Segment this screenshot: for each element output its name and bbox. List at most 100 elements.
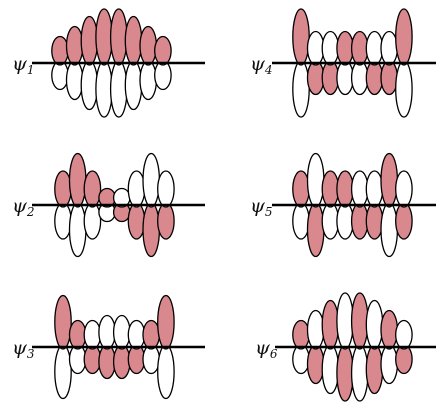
orbital-4-lower-lobe-8	[395, 60, 413, 118]
orbital-3-lower-lobe-4	[98, 344, 116, 380]
orbital-6-upper-lobe-2	[306, 309, 325, 350]
orbital-2-lower-lobe-2	[68, 202, 87, 258]
orbital-panel-6: ψ6	[255, 292, 436, 402]
orbital-panel-3: ψ3	[12, 294, 205, 400]
orbital-4-upper-lobe-4	[336, 30, 354, 66]
orbital-1-upper-lobe-2	[65, 25, 84, 66]
orbital-5-upper-lobe-3	[321, 170, 340, 208]
orbital-3-upper-lobe-7	[142, 319, 161, 350]
orbital-3-upper-lobe-1	[54, 294, 72, 350]
orbital-3-lower-lobe-1	[54, 344, 72, 400]
orbital-3-upper-lobe-8	[157, 294, 175, 350]
orbital-5-lower-lobe-4	[336, 202, 354, 240]
orbital-3-symbol: ψ	[12, 337, 28, 359]
orbital-2-lower-lobe-8	[157, 202, 175, 240]
orbital-1-upper-lobe-6	[124, 15, 143, 66]
orbital-1-upper-lobe-1	[51, 35, 69, 66]
orbital-6-upper-lobe-6	[365, 299, 384, 350]
orbital-1-lower-lobe-3	[80, 60, 99, 111]
orbital-5-symbol: ψ	[250, 195, 266, 217]
orbital-2-symbol: ψ	[12, 195, 28, 217]
orbital-6-upper-lobe-4	[336, 292, 354, 350]
orbital-3-upper-lobe-6	[127, 319, 146, 350]
orbital-3-upper-lobe-4	[98, 314, 116, 350]
orbital-6-upper-lobe-8	[395, 319, 413, 350]
orbital-2-lower-lobe-7	[142, 202, 161, 258]
orbital-2-lower-lobe-3	[83, 202, 102, 240]
orbital-3-index: 3	[27, 347, 35, 361]
orbital-4-upper-lobe-8	[395, 8, 413, 66]
orbital-5-upper-lobe-7	[380, 152, 399, 208]
orbital-2-upper-lobe-6	[127, 170, 146, 208]
orbital-1-lower-lobe-2	[65, 60, 84, 101]
orbital-4-lower-lobe-1	[292, 60, 310, 118]
orbital-6-upper-lobe-3	[321, 299, 340, 350]
orbital-2-upper-lobe-1	[54, 170, 72, 208]
orbital-5-lower-lobe-6	[365, 202, 384, 240]
orbital-5-label: ψ5	[250, 195, 273, 219]
orbital-1-upper-lobe-5	[109, 8, 128, 66]
orbital-4-lower-lobe-7	[380, 60, 399, 96]
orbital-1-symbol: ψ	[12, 53, 28, 75]
orbital-2-upper-lobe-3	[83, 170, 102, 208]
orbital-5-lower-lobe-3	[321, 202, 340, 240]
orbital-6-lower-lobe-7	[380, 344, 399, 385]
orbital-3-upper-lobe-5	[112, 314, 131, 350]
orbital-1-lower-lobe-4	[95, 60, 113, 118]
orbital-1-lower-lobe-7	[139, 60, 158, 101]
orbital-4-index: 4	[264, 63, 273, 77]
orbital-2-label: ψ2	[12, 195, 35, 219]
orbital-6-upper-lobe-1	[292, 319, 310, 350]
orbital-4-symbol: ψ	[250, 53, 266, 75]
orbital-6-upper-lobe-5	[350, 292, 369, 350]
orbital-5-index: 5	[265, 205, 273, 219]
orbital-5-upper-lobe-1	[292, 170, 310, 208]
orbital-2-upper-lobe-8	[157, 170, 175, 208]
orbital-4-lower-lobe-3	[321, 60, 340, 96]
orbital-5-lower-lobe-8	[395, 202, 413, 240]
orbital-4-upper-lobe-1	[292, 8, 310, 66]
orbital-4-lower-lobe-6	[365, 60, 384, 96]
orbital-4-upper-lobe-6	[365, 30, 384, 66]
orbital-6-symbol: ψ	[255, 337, 271, 359]
orbital-5-upper-lobe-5	[350, 170, 369, 208]
orbital-1-index: 1	[27, 63, 35, 77]
orbital-1-label: ψ1	[12, 53, 35, 77]
orbital-5-lower-lobe-7	[380, 202, 399, 258]
orbital-6-lower-lobe-4	[336, 344, 354, 402]
orbital-4-lower-lobe-2	[306, 60, 325, 96]
orbital-3-upper-lobe-3	[83, 319, 102, 350]
orbital-4-upper-lobe-5	[350, 30, 369, 66]
orbital-6-label: ψ6	[255, 337, 278, 361]
orbital-5-lower-lobe-2	[306, 202, 325, 258]
orbital-1-upper-lobe-4	[95, 8, 113, 66]
orbital-1-lower-lobe-5	[109, 60, 128, 118]
orbital-4-lower-lobe-4	[336, 60, 354, 96]
orbital-6-lower-lobe-3	[321, 344, 340, 395]
orbital-5-upper-lobe-4	[336, 170, 354, 208]
orbital-4-upper-lobe-7	[380, 30, 399, 66]
orbital-2-lower-lobe-1	[54, 202, 72, 240]
orbital-1-lower-lobe-6	[124, 60, 143, 111]
orbital-2-upper-lobe-2	[68, 152, 87, 208]
orbital-1-upper-lobe-8	[154, 35, 172, 66]
orbital-6-lower-lobe-5	[350, 344, 369, 402]
orbital-panel-2: ψ2	[12, 152, 205, 258]
orbital-6-lower-lobe-6	[365, 344, 384, 395]
orbital-panel-1: ψ1	[12, 8, 205, 118]
orbital-6-lower-lobe-2	[306, 344, 325, 385]
orbital-1-upper-lobe-3	[80, 15, 99, 66]
orbital-panel-5: ψ5	[250, 152, 436, 258]
orbital-4-upper-lobe-2	[306, 30, 325, 66]
orbital-3-label: ψ3	[12, 337, 35, 361]
orbital-3-lower-lobe-8	[157, 344, 175, 400]
orbital-6-upper-lobe-7	[380, 309, 399, 350]
orbital-5-upper-lobe-2	[306, 152, 325, 208]
orbital-4-upper-lobe-3	[321, 30, 340, 66]
orbital-3-lower-lobe-5	[112, 344, 131, 380]
orbital-4-lower-lobe-5	[350, 60, 369, 96]
orbital-6-index: 6	[270, 347, 278, 361]
orbital-5-upper-lobe-6	[365, 170, 384, 208]
